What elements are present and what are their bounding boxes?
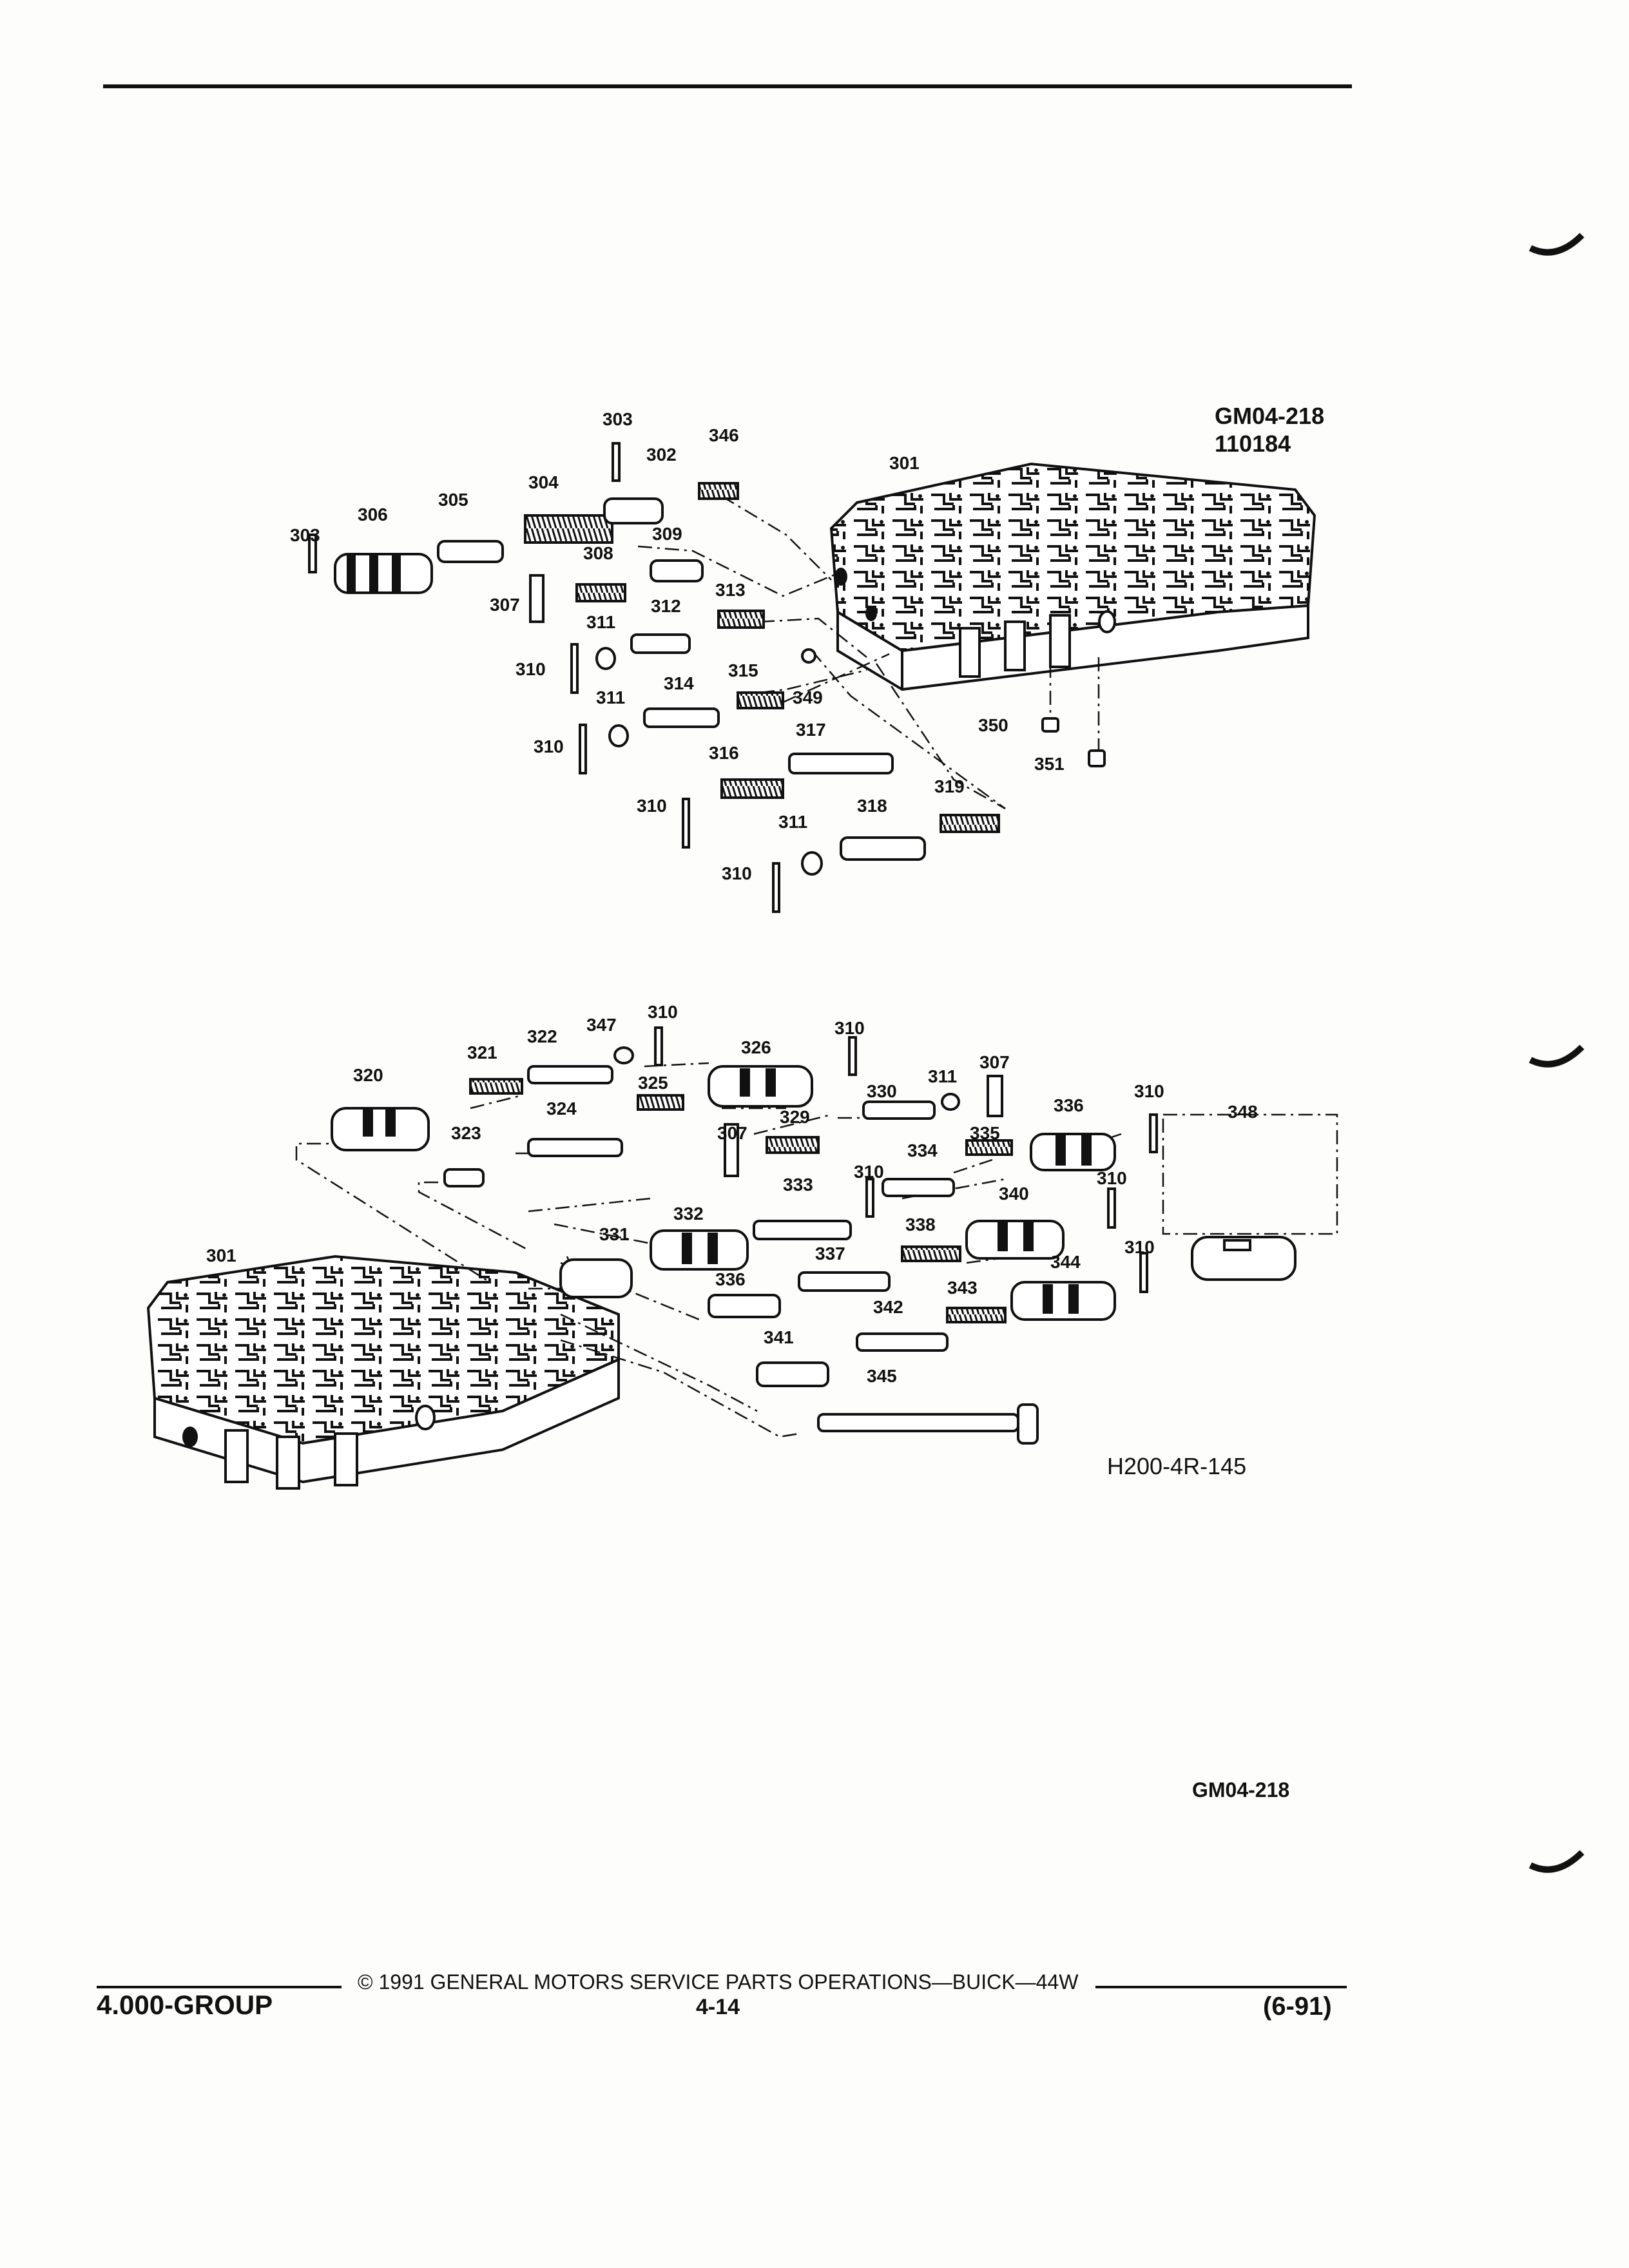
callout-321: 321 <box>467 1043 497 1062</box>
callout-313: 313 <box>715 580 746 600</box>
callout-310-l3: 310 <box>1134 1081 1164 1101</box>
callout-336: 336 <box>1054 1095 1084 1115</box>
callout-343: 343 <box>947 1278 978 1298</box>
callout-339: 338 <box>905 1215 936 1235</box>
callout-314: 314 <box>664 673 694 693</box>
lower-figure-code: GM04-218 <box>1192 1778 1290 1802</box>
footer-rule-right <box>1095 1986 1347 1988</box>
callout-302: 302 <box>646 445 677 465</box>
callout-331: 331 <box>599 1224 630 1244</box>
footer-rule-left <box>97 1986 342 1988</box>
callout-301-upper: 301 <box>889 453 920 473</box>
callout-317: 317 <box>796 720 826 740</box>
callout-344: 344 <box>1050 1252 1081 1272</box>
footer-date: (6-91) <box>1263 1992 1332 2021</box>
callout-319: 319 <box>934 776 965 796</box>
footer-group: 4.000-GROUP <box>97 1990 273 2020</box>
callout-345: 345 <box>867 1366 897 1386</box>
callout-337: 336 <box>715 1269 746 1289</box>
callout-310-l4: 310 <box>854 1162 884 1182</box>
callout-311-b: 311 <box>596 687 625 707</box>
lower-valve-body <box>146 1254 620 1490</box>
callout-326: 326 <box>741 1037 771 1057</box>
callout-341: 341 <box>764 1327 794 1347</box>
callout-311: 311 <box>928 1066 957 1086</box>
callout-325: 325 <box>638 1073 668 1093</box>
callout-310-c: 310 <box>637 796 667 816</box>
callout-310-l2: 310 <box>834 1018 865 1038</box>
callout-330: 330 <box>867 1081 897 1101</box>
callout-322: 322 <box>527 1026 557 1046</box>
upper-valve-body <box>829 462 1316 691</box>
callout-338: 337 <box>815 1244 845 1264</box>
callout-346: 346 <box>709 425 739 445</box>
upper-callouts: 303 346 302 301 304 305 306 303 308 309 … <box>290 409 1065 883</box>
callout-310-a: 310 <box>516 659 546 679</box>
callout-342: 342 <box>873 1297 903 1317</box>
callout-340: 340 <box>999 1184 1029 1204</box>
callout-310-b: 310 <box>534 736 564 756</box>
callout-303-left: 303 <box>290 525 320 545</box>
callout-316: 316 <box>709 743 739 763</box>
callout-324: 324 <box>546 1099 577 1119</box>
callout-348: 348 <box>1228 1102 1258 1122</box>
callout-347: 347 <box>586 1015 617 1035</box>
top-rule <box>103 84 1352 88</box>
upper-parts <box>308 442 1106 913</box>
callout-312: 312 <box>651 596 681 616</box>
illustration-code: H200-4R-145 <box>1107 1453 1247 1479</box>
callout-350: 350 <box>978 715 1008 735</box>
callout-320: 320 <box>353 1065 383 1085</box>
binding-mark-2 <box>1528 1044 1585 1068</box>
figure-code: GM04-218 <box>1215 403 1325 429</box>
callout-334: 334 <box>907 1140 938 1160</box>
callout-307: 307 <box>490 595 520 615</box>
callout-311-a: 311 <box>586 612 615 632</box>
callout-303-top: 303 <box>602 409 633 429</box>
callout-306: 306 <box>358 505 388 524</box>
callout-301-lower: 301 <box>206 1245 236 1265</box>
footer-copyright: © 1991 GENERAL MOTORS SERVICE PARTS OPER… <box>358 1970 1079 1994</box>
callout-329: 329 <box>780 1107 810 1127</box>
callout-308: 308 <box>583 543 613 563</box>
callout-304: 304 <box>528 472 559 492</box>
binding-mark-3 <box>1528 1850 1585 1873</box>
callout-349: 349 <box>793 687 823 707</box>
callout-307-l2: 307 <box>717 1123 747 1143</box>
callout-323: 323 <box>451 1123 481 1143</box>
lower-callouts: 310 347 322 321 320 326 310 307 311 325 … <box>206 1002 1258 1386</box>
callout-333: 333 <box>783 1175 813 1195</box>
callout-311-c: 311 <box>778 812 807 832</box>
figure-date: 110184 <box>1215 430 1291 457</box>
callout-310-l1: 310 <box>648 1002 678 1022</box>
callout-310-l6: 310 <box>1124 1237 1155 1257</box>
callout-335: 335 <box>970 1123 1000 1143</box>
binding-mark-1 <box>1528 233 1585 256</box>
callout-310-d: 310 <box>722 863 752 883</box>
callout-307-l1: 307 <box>979 1052 1010 1072</box>
callout-305: 305 <box>438 490 468 510</box>
callout-318: 318 <box>857 796 887 816</box>
callout-309: 309 <box>652 524 682 544</box>
footer-page-number: 4-14 <box>696 1995 740 2019</box>
callout-315: 315 <box>728 660 758 680</box>
callout-351: 351 <box>1034 754 1065 774</box>
callout-332: 332 <box>673 1204 704 1224</box>
lower-parts <box>331 1026 1296 1445</box>
callout-310-l5: 310 <box>1097 1168 1127 1188</box>
part-348-callout-box <box>1162 1113 1338 1235</box>
